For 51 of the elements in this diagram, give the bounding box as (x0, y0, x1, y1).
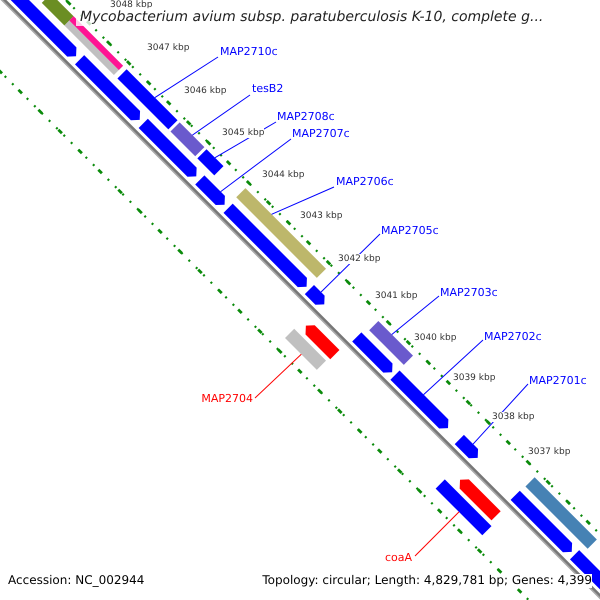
gene-name: MAP2706c (336, 176, 394, 189)
gene-block (460, 479, 501, 520)
leader-line (391, 296, 440, 335)
gene-name: MAP2710c (220, 46, 278, 59)
leader-line (220, 138, 292, 192)
leader-line (423, 340, 484, 396)
genome-info-text: Topology: circular; Length: 4,829,781 bp; Genes: 4,399 (262, 574, 592, 588)
gene-block (138, 118, 197, 177)
leader-line (154, 56, 218, 98)
leader-line (271, 186, 334, 215)
scale-label: 3044 kbp (262, 170, 304, 180)
gene-name: MAP2708c (277, 111, 335, 124)
scale-label: 3040 kbp (414, 333, 456, 344)
gene-bar (285, 328, 326, 370)
gene-bar (170, 122, 204, 156)
gene-bar (197, 149, 224, 176)
scale-label: 3046 kbp (184, 86, 226, 96)
gene-bar (369, 321, 413, 365)
gene-bar (117, 69, 178, 130)
gene-block (454, 434, 478, 458)
gene-bar (436, 479, 492, 536)
scale-label: 3037 kbp (528, 447, 570, 458)
gene-name: MAP2704 (201, 393, 253, 406)
gene-name: coaA (384, 552, 412, 565)
scale-label: 3041 kbp (375, 291, 418, 302)
gene-block (352, 332, 392, 373)
gene-bar (236, 188, 326, 278)
gene-block (75, 55, 140, 120)
gene-name: MAP2702c (484, 331, 542, 344)
gene-name: MAP2707c (292, 128, 350, 141)
scale-label: 3047 kbp (147, 43, 190, 54)
gene-bar (525, 477, 597, 549)
scale-label: 3039 kbp (453, 373, 496, 384)
gene-name: MAP2705c (381, 225, 439, 238)
gene-bar (42, 0, 74, 26)
gene-name: MAP2703c (440, 287, 498, 300)
gene-block (390, 370, 448, 428)
gene-block (195, 175, 225, 206)
scale-label: 3043 kbp (300, 211, 342, 222)
accession-text: Accession: NC_002944 (8, 574, 144, 588)
leader-line (192, 94, 250, 136)
gene-block (306, 325, 340, 360)
gene-name: tesB2 (252, 83, 284, 96)
leader-line (254, 354, 302, 398)
gene-block (304, 284, 325, 305)
gene-block (510, 490, 572, 552)
gene-name: MAP2701c (529, 375, 587, 388)
scale-label: 3038 kbp (492, 412, 534, 422)
leader-line (414, 511, 460, 556)
scale-label: 3045 kbp (222, 128, 264, 138)
scale-label: 3042 kbp (338, 254, 380, 264)
